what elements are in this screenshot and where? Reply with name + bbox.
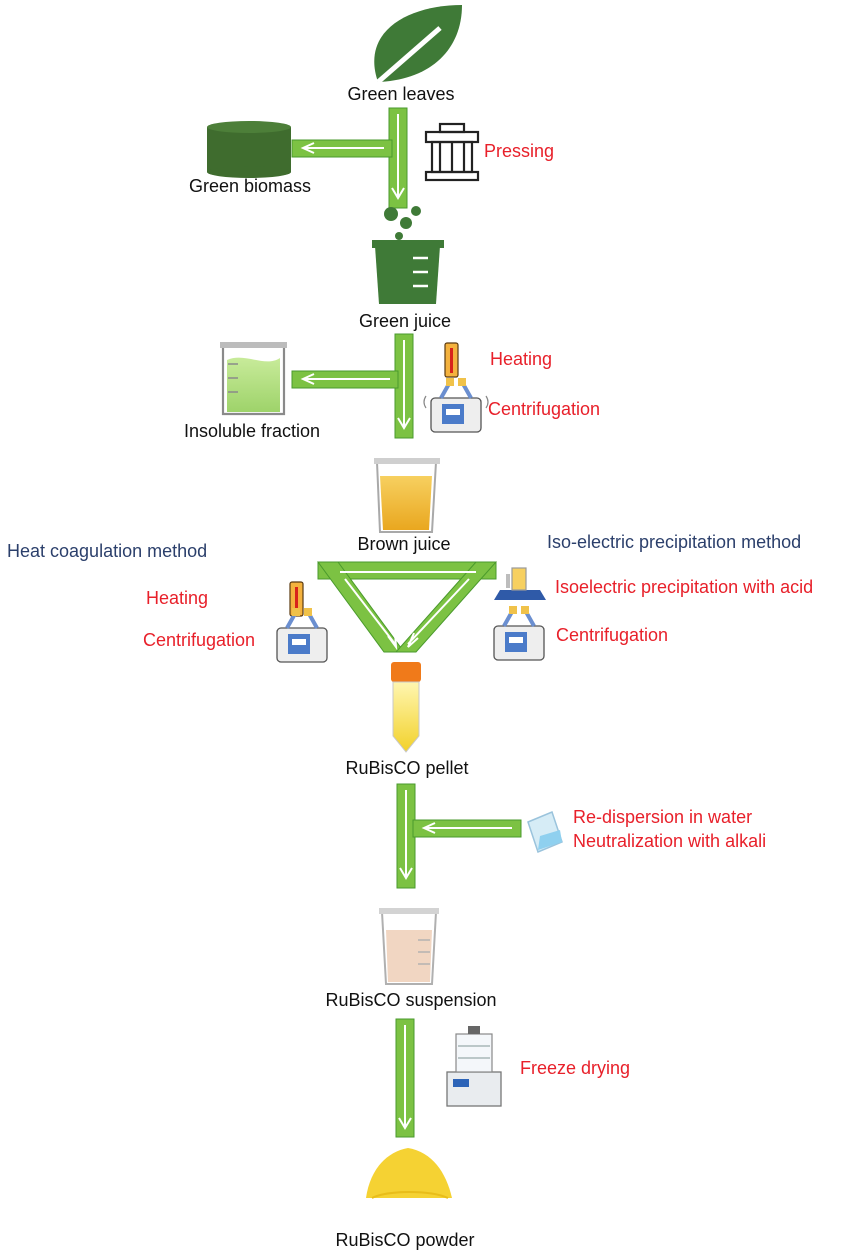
arrow-line-insoluble [300, 373, 390, 385]
arrow-line-3 [399, 790, 413, 880]
press-machine-icon [424, 122, 480, 182]
label-brown-juice: Brown juice [357, 534, 450, 554]
arrow-line-redispersion [421, 822, 512, 834]
beaker-bubbles-icon [372, 206, 444, 304]
label-green-leaves: Green leaves [347, 84, 454, 104]
biomass-disc-icon [207, 121, 291, 178]
label-heating-1: Heating [490, 349, 552, 369]
label-freeze-drying: Freeze drying [520, 1058, 630, 1078]
freeze-dryer-icon [446, 1026, 502, 1107]
label-centrifugation-3: Centrifugation [556, 625, 668, 645]
label-green-biomass: Green biomass [189, 176, 311, 196]
funnel-line [340, 571, 476, 651]
label-suspension: RuBisCO suspension [325, 990, 496, 1010]
arrow-line-1 [391, 114, 405, 200]
leaf-icon [374, 5, 462, 84]
label-centrifugation-1: Centrifugation [488, 399, 600, 419]
label-insoluble-fraction: Insoluble fraction [184, 421, 320, 441]
stirrer-icon [494, 567, 546, 600]
label-heat-method: Heat coagulation method [7, 541, 207, 561]
label-neutralization: Neutralization with alkali [573, 831, 766, 851]
thermometer-icon [444, 342, 459, 378]
label-redispersion: Re-dispersion in water [573, 807, 752, 827]
powder-pile-icon [366, 1148, 452, 1199]
pouring-cup-icon [527, 810, 563, 854]
diagram-labels: Green leaves Green biomass Pressing Gree… [7, 84, 813, 1250]
label-pellet: RuBisCO pellet [345, 758, 468, 778]
falcon-tube-icon [391, 662, 421, 753]
thermometer-icon [289, 581, 304, 617]
insoluble-beaker-icon [220, 342, 287, 416]
arrow-line-2 [397, 340, 411, 430]
label-iso-acid: Isoelectric precipitation with acid [555, 577, 813, 597]
label-iso-method: Iso-electric precipitation method [547, 532, 801, 552]
arrow-line-4 [398, 1025, 412, 1130]
brown-juice-beaker-icon [374, 458, 440, 533]
suspension-beaker-icon [379, 908, 439, 985]
label-centrifugation-2: Centrifugation [143, 630, 255, 650]
centrifuge-icon [493, 606, 545, 661]
label-green-juice: Green juice [359, 311, 451, 331]
label-heating-2: Heating [146, 588, 208, 608]
centrifuge-icon [423, 378, 489, 433]
arrow-line-biomass [300, 142, 384, 154]
arrow-pellet-to-suspension [396, 783, 522, 889]
label-pressing: Pressing [484, 141, 554, 161]
arrow-funnel [317, 561, 498, 653]
label-powder: RuBisCO powder [335, 1230, 474, 1250]
centrifuge-icon [276, 608, 328, 663]
